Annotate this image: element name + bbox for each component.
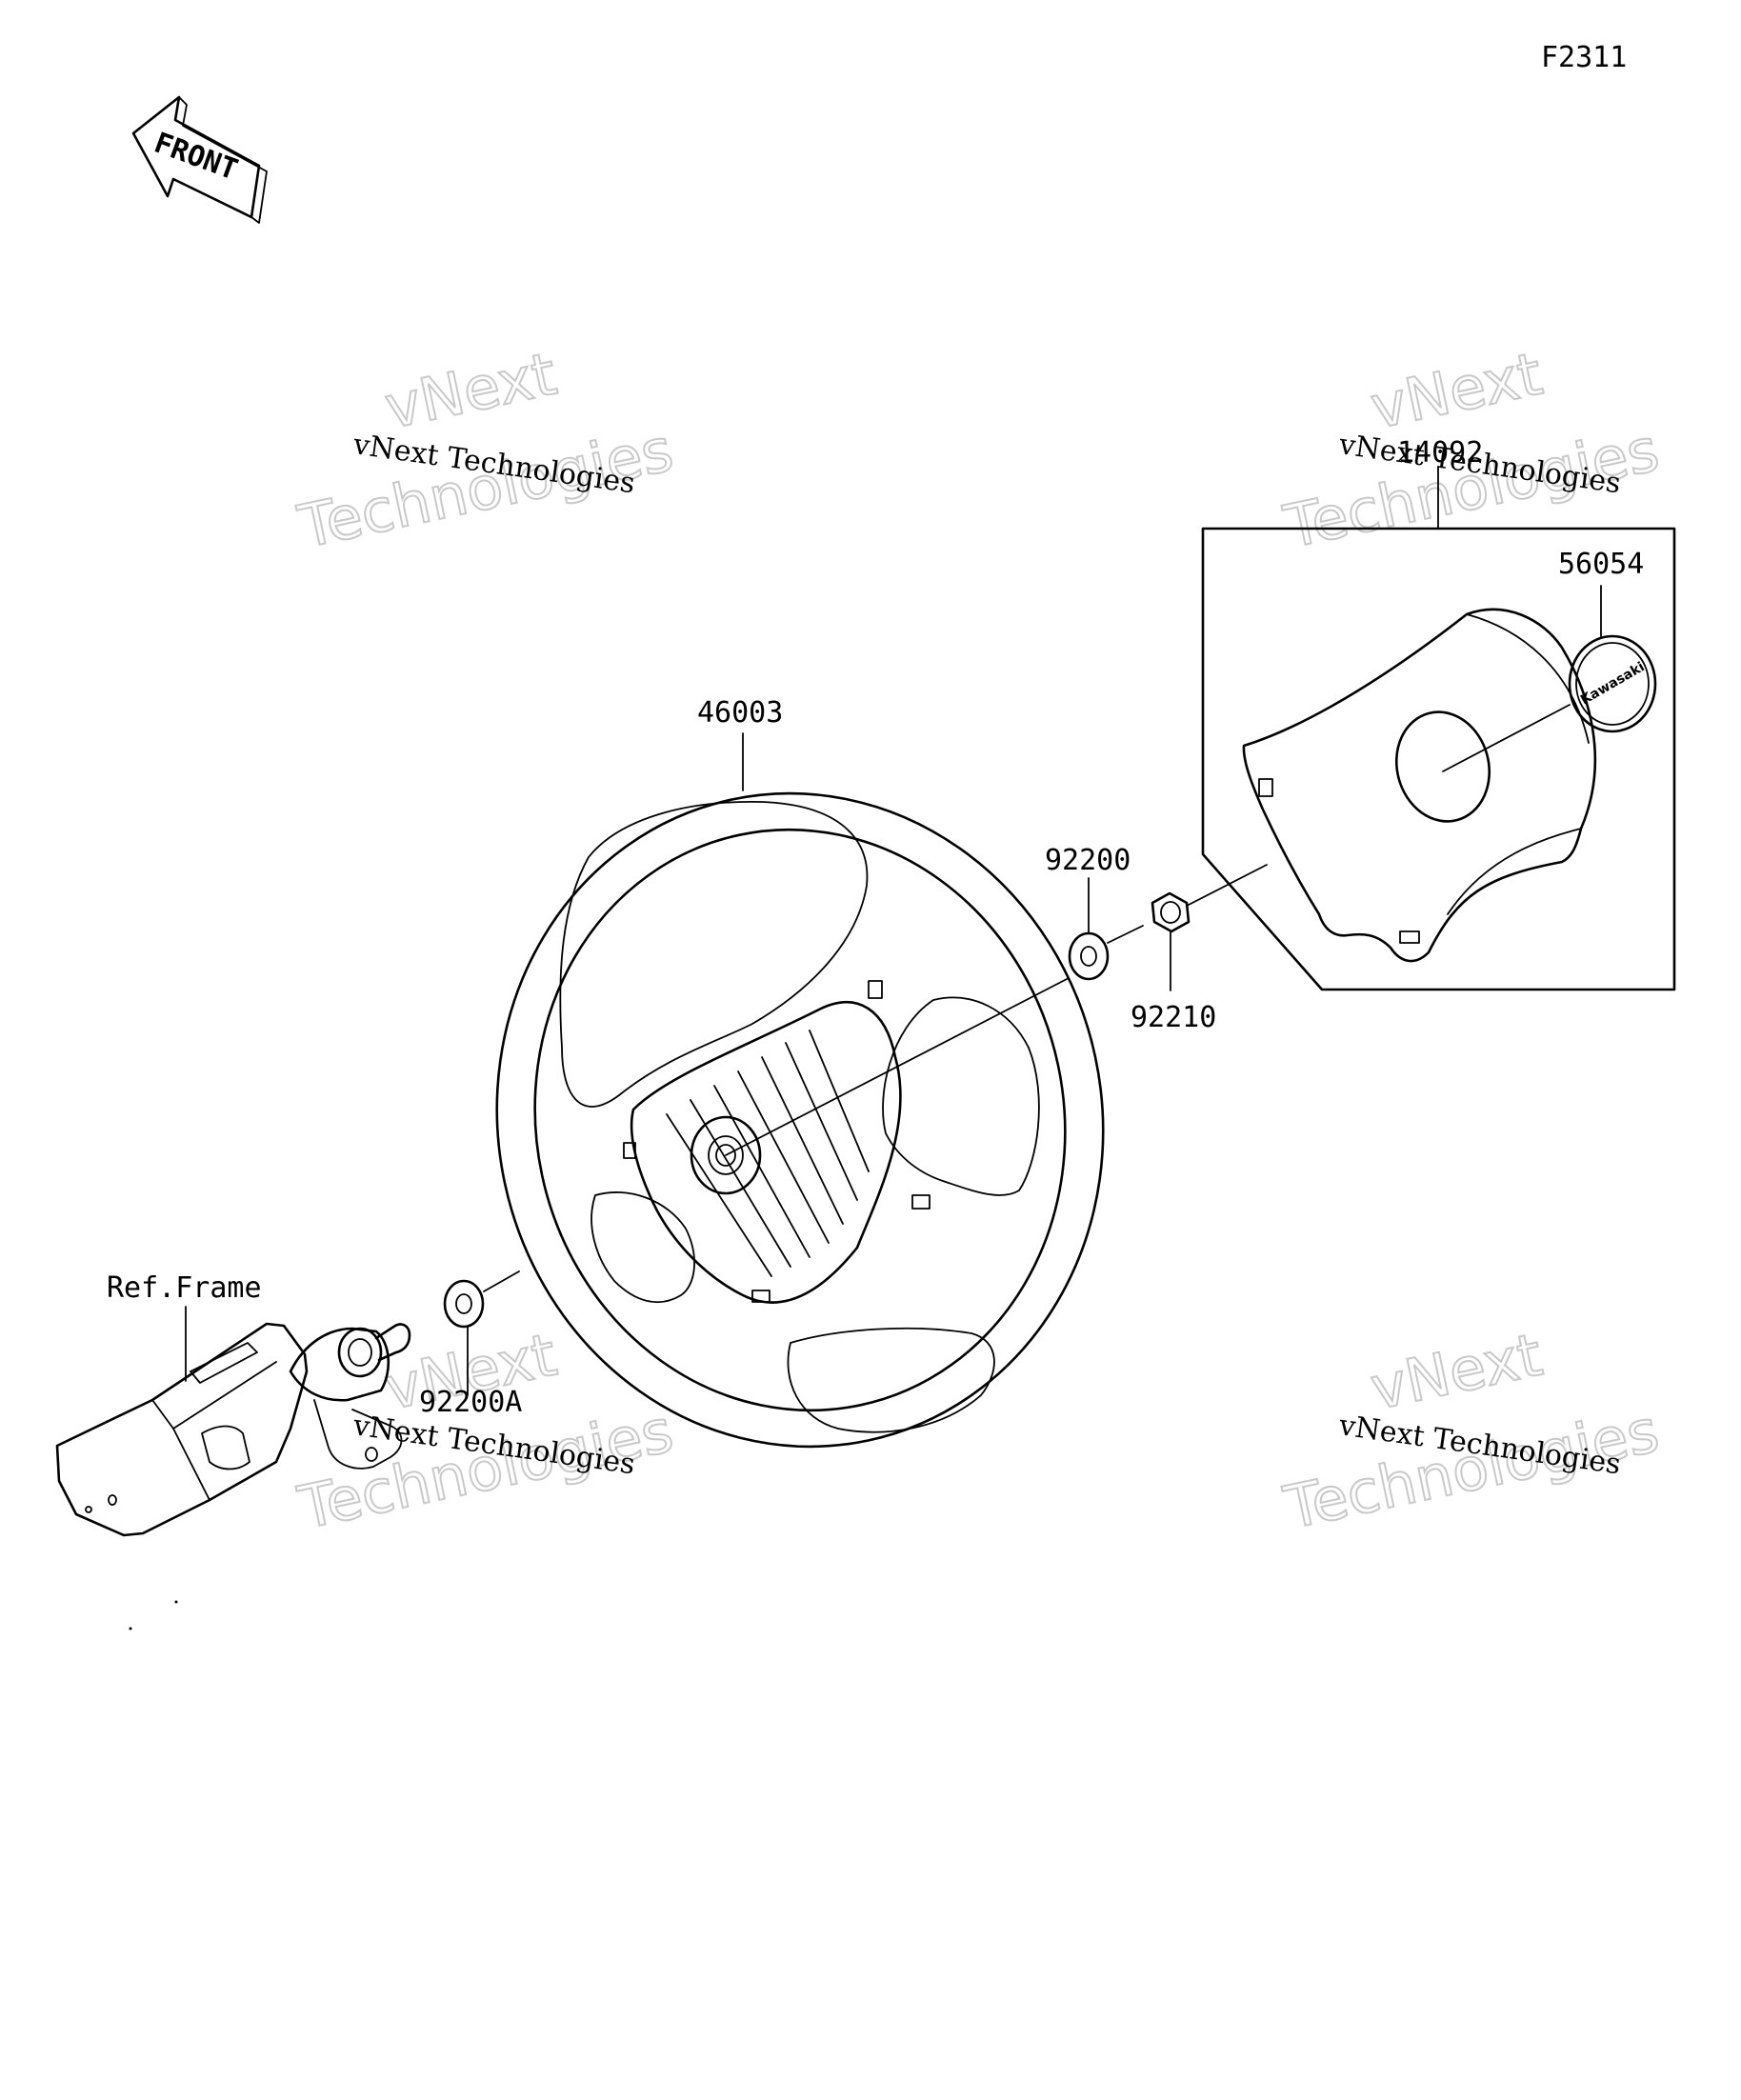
front-arrow-icon: FRONT xyxy=(131,95,268,224)
watermark-bottom-right: vNext Technologies vNext Technologies xyxy=(1277,1319,1666,1544)
watermark-top-left: vNext Technologies vNext Technologies xyxy=(291,338,680,563)
washer xyxy=(1068,931,1110,981)
emblem-text: Kawasaki xyxy=(1578,659,1648,708)
svg-text:vNext: vNext xyxy=(1365,339,1548,443)
watermark-bottom-left: vNext Technologies vNext Technologies xyxy=(291,1319,680,1544)
part-label-92210: 92210 xyxy=(1131,1001,1216,1034)
nut xyxy=(1151,891,1191,933)
figure-code: F2311 xyxy=(1541,41,1627,74)
svg-text:vNext: vNext xyxy=(1365,1320,1548,1424)
washer-a xyxy=(443,1279,485,1329)
pad-assembly-box xyxy=(1201,466,1676,991)
emblem-badge: Kawasaki xyxy=(1568,634,1657,733)
part-label-92200: 92200 xyxy=(1045,844,1131,877)
part-label-92200a: 92200A xyxy=(419,1386,522,1419)
svg-text:vNext: vNext xyxy=(379,339,562,443)
part-label-46003: 46003 xyxy=(697,696,783,730)
steering-pad-cover xyxy=(1242,608,1597,963)
reference-frame-label: Ref.Frame xyxy=(107,1271,262,1305)
speck xyxy=(174,1600,178,1604)
part-label-14092: 14092 xyxy=(1397,436,1483,470)
part-label-56054: 56054 xyxy=(1558,548,1644,581)
speck xyxy=(129,1627,132,1630)
steering-column-frame xyxy=(55,1322,411,1537)
steering-wheel xyxy=(495,791,1105,1449)
front-label: FRONT xyxy=(150,127,242,188)
